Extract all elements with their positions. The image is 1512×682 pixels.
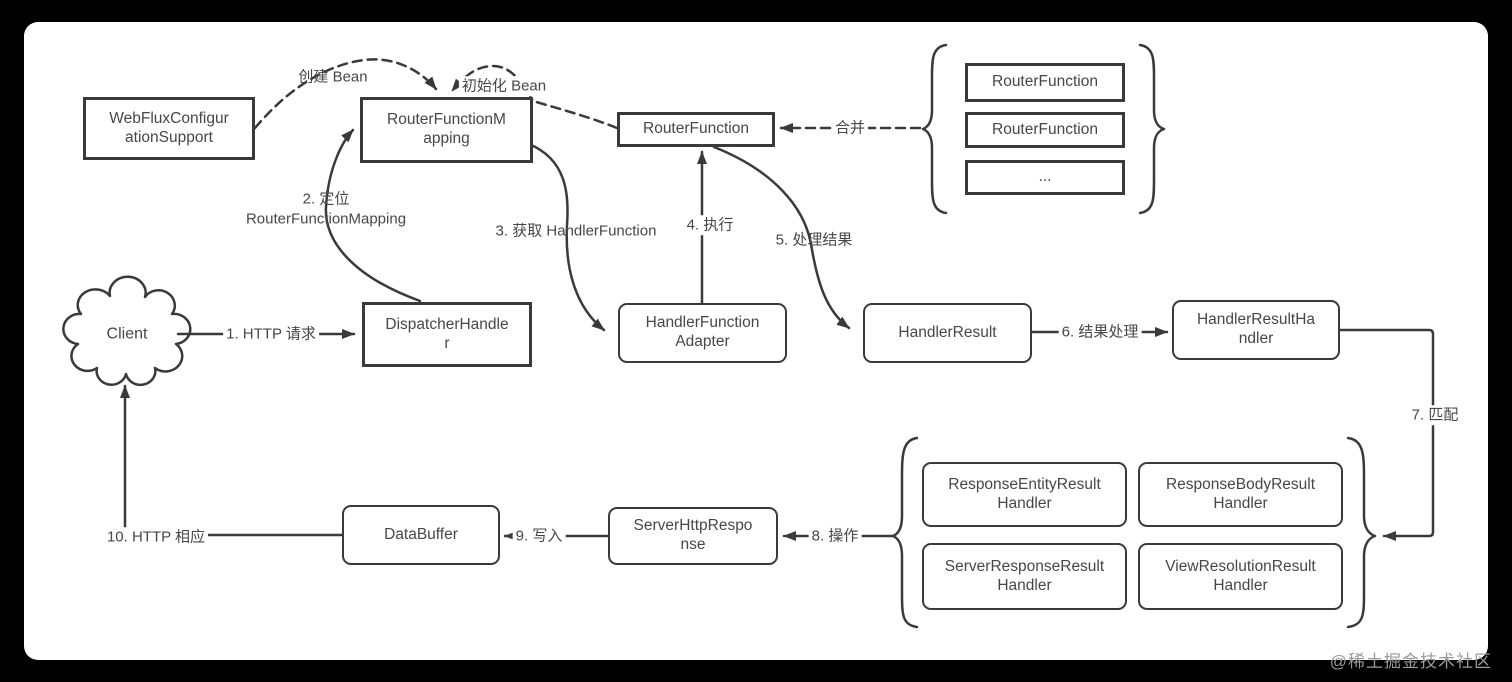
client-node-label: Client xyxy=(106,325,148,343)
node-data-buffer: DataBuffer xyxy=(342,505,500,565)
node-server-response-result-handler: ServerResponseResult Handler xyxy=(922,543,1127,610)
watermark: @稀土掘金技术社区 xyxy=(1329,652,1492,671)
node-dispatcher-handler: DispatcherHandle r xyxy=(362,302,532,367)
label-step3: 3. 获取 HandlerFunction xyxy=(495,222,657,240)
router-function-group-item: RouterFunction xyxy=(965,63,1125,102)
label-step10: 10. HTTP 相应 xyxy=(103,527,209,547)
node-server-http-response: ServerHttpRespo nse xyxy=(608,507,778,565)
label-step2: 2. 定位 RouterFunctionMapping xyxy=(245,190,407,228)
label-step7: 7. 匹配 xyxy=(1408,405,1462,425)
label-step4: 4. 执行 xyxy=(683,215,737,235)
label-step8: 8. 操作 xyxy=(808,526,862,546)
label-step5: 5. 处理结果 xyxy=(775,231,853,249)
node-view-resolution-result-handler: ViewResolutionResult Handler xyxy=(1138,543,1343,610)
edge-step2 xyxy=(324,128,422,303)
node-router-function: RouterFunction xyxy=(617,112,775,147)
edge-step10 xyxy=(120,384,344,537)
node-handler-result: HandlerResult xyxy=(863,303,1032,363)
brace-left-top-group xyxy=(921,43,948,215)
client-cloud-shape xyxy=(62,275,192,386)
node-webflux-configuration-support: WebFluxConfigur ationSupport xyxy=(83,97,255,160)
node-response-body-result-handler: ResponseBodyResult Handler xyxy=(1138,462,1343,527)
edge-step3 xyxy=(527,142,606,332)
router-function-group-item: RouterFunction xyxy=(965,112,1125,148)
label-create-bean: 创建 Bean xyxy=(298,68,368,86)
brace-left-bottom-group xyxy=(891,436,919,629)
edge-step7 xyxy=(1338,328,1435,541)
label-init-bean: 初始化 Bean xyxy=(458,76,550,96)
node-handler-function-adapter: HandlerFunction Adapter xyxy=(618,303,787,363)
label-step6: 6. 结果处理 xyxy=(1058,322,1142,342)
brace-right-top-group xyxy=(1138,43,1166,215)
node-handler-result-handler: HandlerResultHa ndler xyxy=(1172,300,1340,360)
brace-right-bottom-group xyxy=(1346,436,1377,629)
node-response-entity-result-handler: ResponseEntityResult Handler xyxy=(922,462,1127,527)
edge-create-bean xyxy=(253,58,438,130)
label-step9: 9. 写入 xyxy=(512,526,566,546)
label-merge: 合并 xyxy=(831,118,869,138)
router-function-group-item-ellipsis: ... xyxy=(965,160,1125,195)
diagram-canvas: Client WebFluxConfigur ationSupport Rout… xyxy=(24,22,1488,660)
node-router-function-mapping: RouterFunctionM apping xyxy=(360,97,533,163)
edge-step5 xyxy=(712,145,851,330)
label-step1: 1. HTTP 请求 xyxy=(223,324,319,344)
